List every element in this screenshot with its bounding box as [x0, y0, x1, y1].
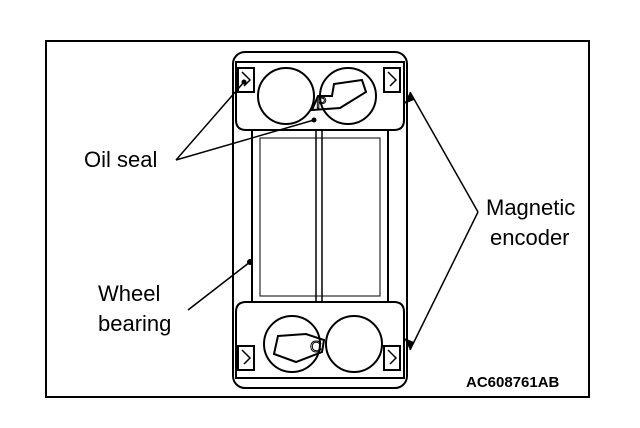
label-bearing: bearing: [98, 311, 172, 336]
leader-encoder-1: [409, 91, 479, 213]
leader-encoder-2: [409, 211, 479, 351]
dot-oil-seal-bottom: [311, 117, 317, 123]
cage-top: [310, 78, 368, 112]
leader-oil-seal-1: [175, 81, 245, 161]
leader-oil-seal-2: [175, 119, 315, 161]
encoder-bottom-right: [383, 345, 401, 371]
label-magnetic: Magnetic: [486, 195, 576, 220]
ball-top-left: [257, 67, 315, 125]
figure-code: AC608761AB: [466, 374, 560, 391]
leader-wheel-bearing: [187, 261, 251, 311]
label-wheel: Wheel: [98, 281, 161, 306]
bearing-top-race: [235, 61, 405, 131]
bearing-bottom-race: [235, 301, 405, 379]
oil-seal-bottom-left: [237, 345, 255, 371]
oil-seal-top-left: [237, 67, 255, 93]
arrowhead-encoder-bottom: [404, 338, 414, 350]
svg-text:P: P: [316, 95, 327, 112]
bearing-outer-race: [232, 51, 408, 389]
dot-wheel-bearing: [247, 259, 253, 265]
inner-sleeve: [259, 137, 381, 297]
ball-bottom-left: [263, 315, 321, 373]
svg-text:C: C: [310, 339, 322, 356]
cage-bottom: [272, 332, 326, 364]
dot-oil-seal-top: [241, 79, 247, 85]
label-oil-seal: Oil seal: [84, 147, 158, 172]
arrowhead-encoder-top: [404, 92, 414, 104]
label-encoder: encoder: [490, 225, 570, 250]
ball-bottom-right: [325, 315, 383, 373]
encoder-top-right: [383, 67, 401, 93]
